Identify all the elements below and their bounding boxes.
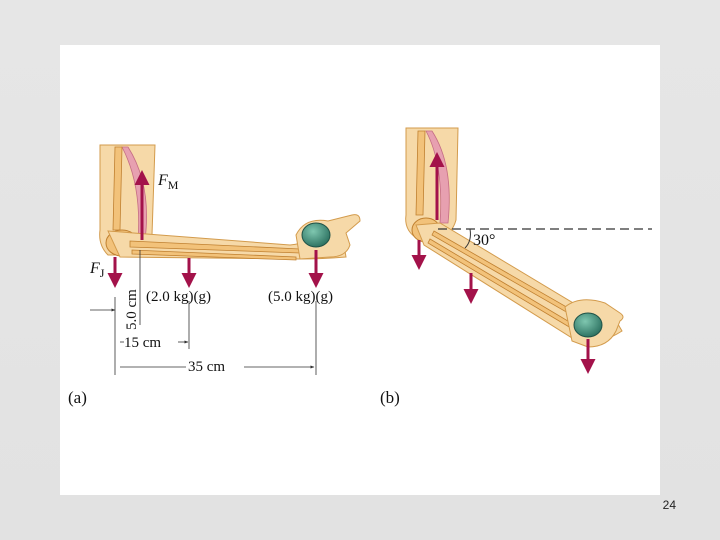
- forearm-weight-label: (2.0 kg)(g): [146, 289, 211, 305]
- dim-35-label: 35 cm: [188, 359, 225, 375]
- panel-b-letter: (b): [380, 388, 400, 407]
- panel-a-letter: (a): [68, 388, 87, 407]
- radius-bone-b: [431, 230, 585, 322]
- figure-panel: FM FJ (2.0 kg)(g) (5.0 kg)(g) 5.0 cm 15 …: [60, 45, 660, 495]
- panel-b: 30° (b): [380, 127, 652, 407]
- muscle-force-label: FM: [157, 172, 179, 192]
- arm-diagram: FM FJ (2.0 kg)(g) (5.0 kg)(g) 5.0 cm 15 …: [68, 127, 652, 407]
- joint-force-label: FJ: [89, 260, 105, 280]
- dim-vertical-label: 5.0 cm: [124, 289, 140, 330]
- ball-a: [301, 222, 331, 248]
- ulna-bone-b: [427, 238, 579, 332]
- angle-label: 30°: [473, 232, 495, 249]
- ulna-bone-a: [131, 249, 297, 261]
- slide-number: 24: [662, 498, 676, 512]
- dim-15-label: 15 cm: [124, 335, 161, 351]
- ball-weight-label: (5.0 kg)(g): [268, 289, 333, 305]
- ball-b: [573, 312, 603, 338]
- angle-arc: [464, 228, 471, 249]
- panel-a: FM FJ (2.0 kg)(g) (5.0 kg)(g) 5.0 cm 15 …: [68, 144, 361, 407]
- humerus-bone-a: [112, 146, 123, 231]
- humerus-bone-b: [415, 130, 426, 216]
